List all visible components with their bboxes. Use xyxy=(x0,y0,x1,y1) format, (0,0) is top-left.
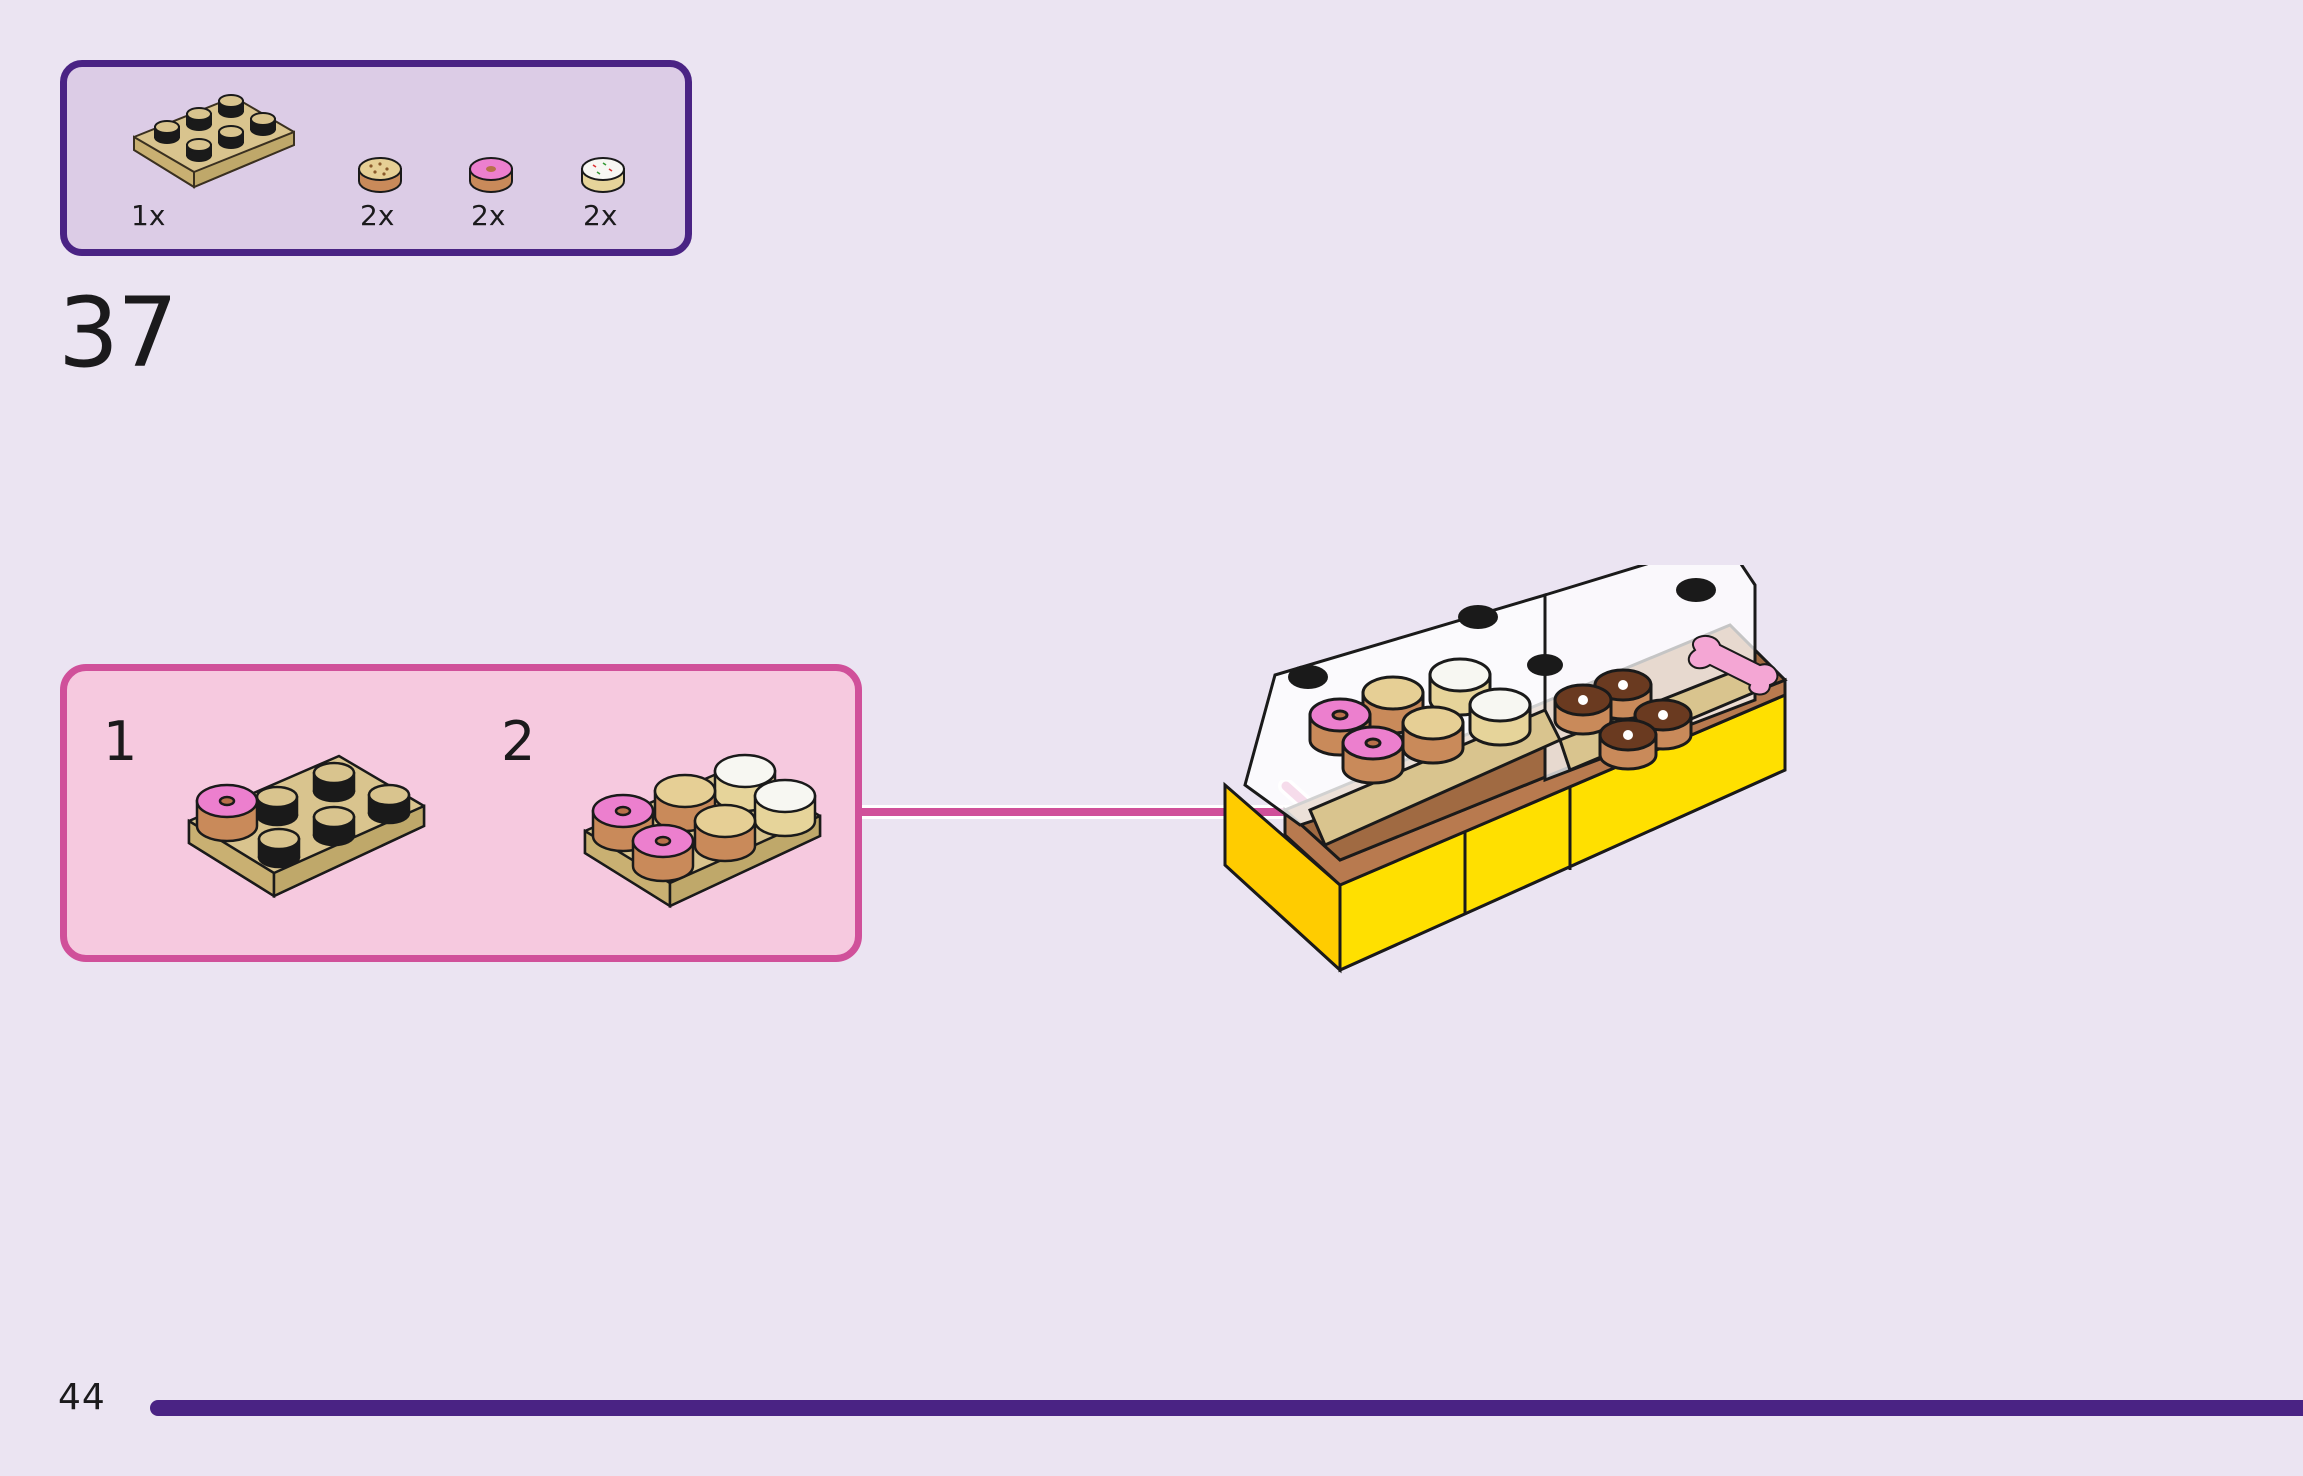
parts-list-box: 1x 2x 2x 2x xyxy=(60,60,692,256)
bakery-counter-model xyxy=(1215,538,1795,989)
substep-1-illustration xyxy=(179,751,439,921)
substep-2-illustration xyxy=(575,751,835,931)
part-quantity: 2x xyxy=(471,199,506,232)
pink-donut-tile-icon xyxy=(467,155,515,195)
page-number: 44 xyxy=(58,1377,106,1418)
tan-plate-2x3-icon xyxy=(129,87,299,197)
step-number: 37 xyxy=(58,277,178,389)
part-quantity: 2x xyxy=(360,199,395,232)
page-progress-bar xyxy=(150,1400,2303,1416)
connector-arrow-line xyxy=(862,808,1300,816)
part-quantity: 1x xyxy=(131,199,166,232)
substep-number: 2 xyxy=(501,710,536,773)
part-quantity: 2x xyxy=(583,199,618,232)
substep-number: 1 xyxy=(103,710,138,773)
white-sprinkle-tile-icon xyxy=(579,155,627,195)
sub-assembly-box: 1 2 xyxy=(60,664,862,962)
cookie-tile-icon xyxy=(356,155,404,195)
